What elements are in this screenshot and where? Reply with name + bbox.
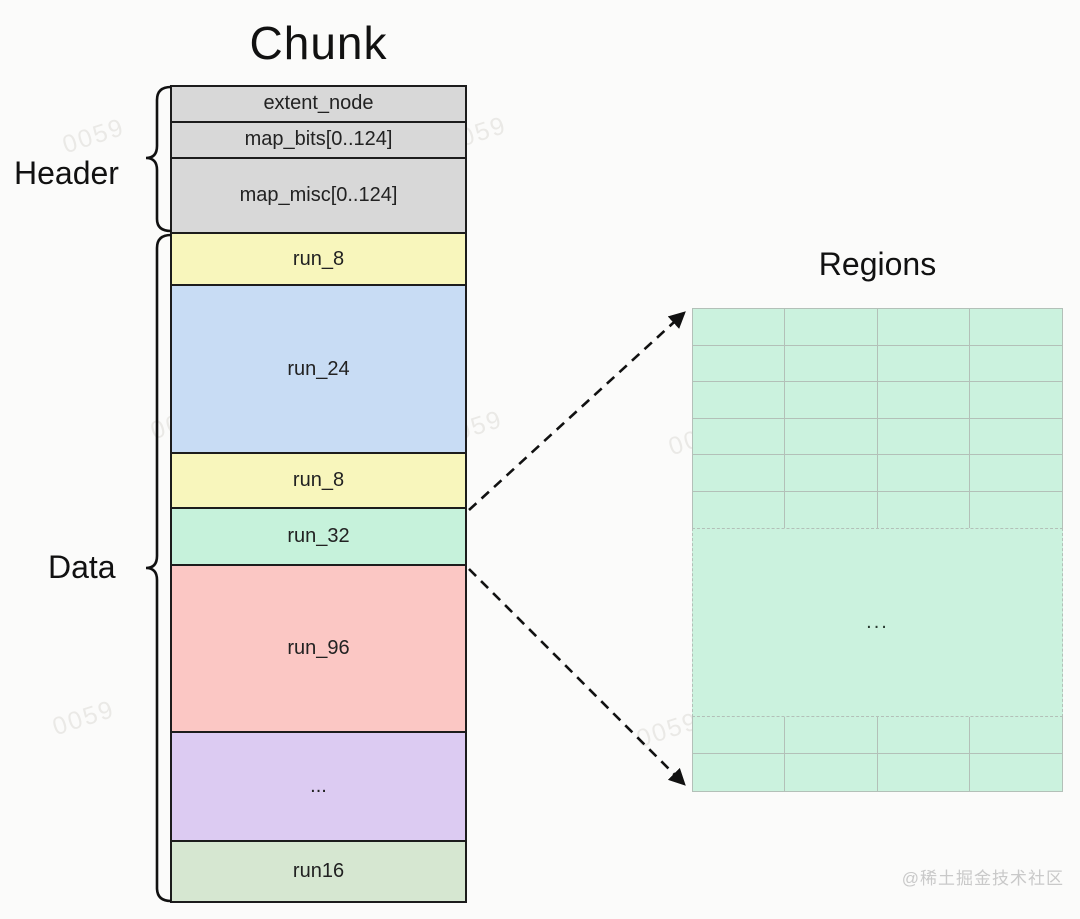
chunk-row-run-more: ...	[172, 732, 465, 843]
region-bottom-cell	[969, 717, 1062, 754]
region-top-cell	[877, 455, 970, 492]
region-top-cell	[785, 455, 878, 492]
region-top-cell	[693, 382, 786, 419]
region-top-cell	[969, 419, 1062, 455]
regions-ellipsis: ...	[866, 611, 889, 633]
header-section-label: Header	[14, 155, 119, 191]
region-top-cell	[785, 309, 878, 346]
chunk-row-run-8-b: run_8	[172, 454, 465, 509]
data-section-label: Data	[48, 549, 116, 585]
region-top-cell	[693, 491, 786, 528]
region-top-cell	[693, 455, 786, 492]
arrow-run32-to-regions-top	[468, 311, 686, 511]
chunk-row-run-32: run_32	[172, 508, 465, 566]
data-brace	[145, 233, 172, 903]
region-top-cell	[693, 345, 786, 382]
region-bottom-cell	[785, 717, 878, 754]
region-bottom-cell	[785, 754, 878, 791]
chunk-row-map-bits: map_bits[0..124]	[172, 122, 465, 159]
region-top-cell	[969, 346, 1062, 382]
region-top-cell	[693, 309, 786, 346]
region-top-cell	[969, 309, 1062, 346]
regions-grid: ...	[692, 308, 1063, 792]
region-top-cell	[969, 382, 1062, 419]
region-top-cell	[785, 345, 878, 382]
region-bottom-cell	[693, 717, 786, 754]
region-bottom-cell	[693, 754, 786, 791]
chunk-row-map-misc: map_misc[0..124]	[172, 158, 465, 235]
region-top-cell	[785, 491, 878, 528]
region-top-cell	[877, 345, 970, 382]
site-watermark: @稀土掘金技术社区	[901, 869, 1064, 888]
chunk-row-run-8-a: run_8	[172, 234, 465, 287]
header-brace	[145, 85, 172, 233]
region-top-cell	[877, 309, 970, 346]
region-top-cell	[878, 491, 970, 528]
arrow-run32-to-regions-bottom	[468, 568, 686, 786]
region-top-cell	[785, 418, 878, 455]
region-top-cell	[877, 382, 970, 419]
region-bottom-cell	[970, 754, 1062, 791]
watermark-text: 0059	[49, 694, 119, 742]
region-top-cell	[970, 492, 1062, 529]
regions-title: Regions	[818, 246, 937, 282]
regions-grid-bottom	[692, 717, 1063, 792]
chunk-row-run16: run16	[172, 842, 465, 901]
region-bottom-cell	[877, 717, 970, 754]
chunk-row-run-96: run_96	[172, 565, 465, 733]
regions-grid-middle: ...	[692, 528, 1063, 717]
region-top-cell	[969, 455, 1062, 492]
region-bottom-cell	[878, 754, 970, 791]
watermark-text: 0059	[59, 112, 129, 160]
chunk-title: Chunk	[249, 17, 388, 69]
region-top-cell	[877, 418, 970, 455]
region-top-cell	[693, 418, 786, 455]
chunk-row-extent-node: extent_node	[172, 87, 465, 123]
region-top-cell	[785, 382, 878, 419]
regions-grid-top	[692, 308, 1063, 528]
chunk-row-run-24: run_24	[172, 286, 465, 455]
